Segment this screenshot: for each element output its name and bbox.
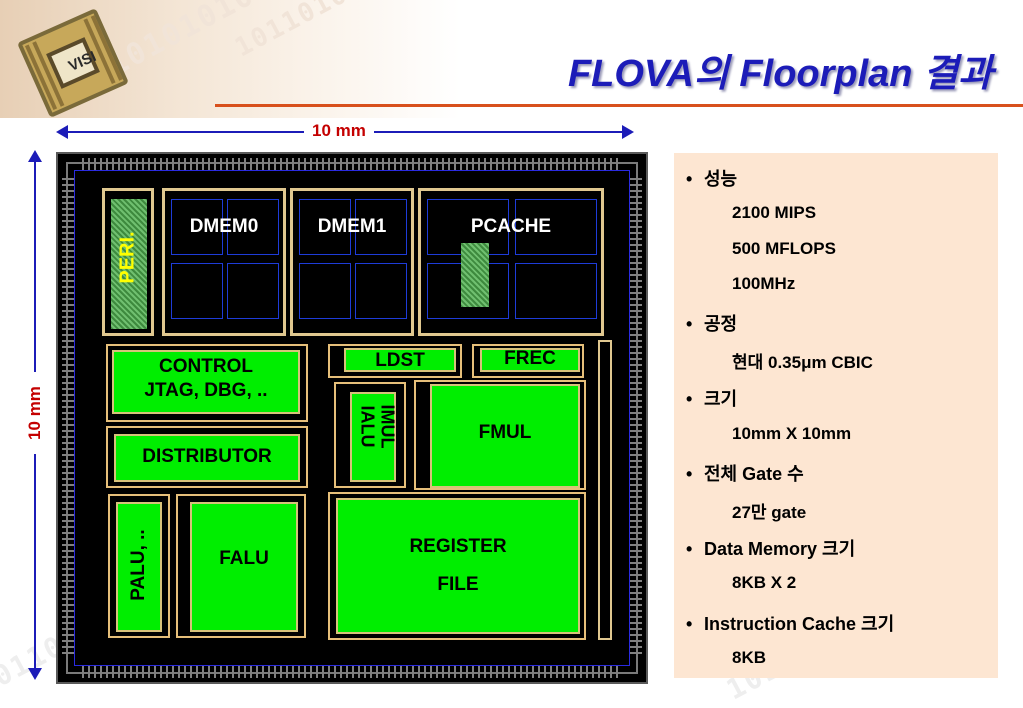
register-file-label-line2: FILE — [437, 574, 479, 595]
frec-block — [480, 348, 580, 372]
register-file-block — [336, 498, 580, 634]
memory-cell — [515, 263, 597, 319]
pad-row-bottom — [82, 666, 622, 678]
spec-item-process: • 공정 — [686, 310, 737, 336]
height-label: 10 mm — [24, 372, 46, 454]
pcache-hatch — [461, 243, 489, 307]
dmem0-label: DMEM0 — [189, 216, 259, 237]
palu-label: PALU, .. — [128, 529, 149, 601]
control-label-line2: JTAG, DBG, .. — [144, 380, 268, 401]
chip-floorplan: PERI. DMEM0 DMEM1 PCACHE CONTROL JTAG, D… — [56, 152, 648, 684]
memory-cell — [227, 199, 279, 255]
spec-value: 8KB X 2 — [732, 573, 797, 592]
arrow-right-icon — [622, 125, 634, 139]
title-underline — [215, 104, 1023, 107]
memory-cell — [227, 263, 279, 319]
spec-item-data-memory: • Data Memory 크기 — [686, 535, 855, 561]
distributor-label: DISTRIBUTOR — [142, 446, 272, 467]
falu-outline — [176, 494, 306, 638]
distributor-outline — [106, 426, 308, 488]
control-block — [112, 350, 300, 414]
spec-value: 현대 0.35μm CBIC — [732, 353, 873, 372]
page-title: FLOVA의 Floorplan 결과 — [567, 53, 993, 95]
chip-logo-icon: VISI — [18, 9, 128, 117]
ldst-label: LDST — [375, 350, 425, 371]
bullet-icon: • — [686, 314, 693, 334]
peri-hatch — [111, 199, 147, 329]
spec-value: 500 MFLOPS — [732, 239, 836, 258]
fmul-label: FMUL — [478, 422, 532, 443]
peri-block — [102, 188, 154, 336]
frec-label: FREC — [504, 348, 556, 369]
memory-cell — [299, 199, 351, 255]
width-dimension-arrow: 10 mm — [56, 120, 634, 142]
falu-label: FALU — [219, 548, 269, 569]
dmem1-label: DMEM1 — [317, 216, 387, 237]
bullet-icon: • — [686, 464, 693, 484]
ialu-imul-outline — [334, 382, 406, 488]
spec-panel: • 성능 2100 MIPS 500 MFLOPS 100MHz • 공정 현대 0… — [674, 153, 998, 678]
spec-value: 8KB — [732, 648, 767, 667]
distributor-block — [114, 434, 300, 482]
memory-cell — [171, 199, 223, 255]
register-file-outline — [328, 492, 586, 640]
pad-column-right — [630, 178, 642, 658]
spec-label: 성능 — [704, 169, 738, 189]
palu-block — [116, 502, 162, 632]
spec-value: 2100 MIPS — [732, 203, 817, 222]
bullet-icon: • — [686, 389, 693, 409]
palu-outline — [108, 494, 170, 638]
arrow-up-icon — [28, 150, 42, 162]
arrow-down-icon — [28, 668, 42, 680]
spec-item-performance: • 성능 — [686, 165, 737, 191]
memory-cell — [171, 263, 223, 319]
control-label-line1: CONTROL — [159, 356, 253, 377]
imul-label: IMUL — [377, 404, 398, 449]
spec-value: 27만 gate — [732, 503, 807, 522]
frec-outline — [472, 344, 584, 378]
dmem1-block — [290, 188, 414, 336]
spec-item-gate-count: • 전체 Gate 수 — [686, 460, 804, 486]
spec-label: 크기 — [704, 389, 738, 409]
spec-item-size: • 크기 — [686, 385, 737, 411]
spec-item-instruction-cache: • Instruction Cache 크기 — [686, 610, 894, 636]
memory-cell — [515, 199, 597, 255]
bullet-icon: • — [686, 169, 693, 189]
fmul-block — [430, 384, 580, 488]
bullet-icon: • — [686, 614, 693, 634]
spec-label: 전체 Gate 수 — [704, 464, 804, 484]
ldst-block — [344, 348, 456, 372]
width-label: 10 mm — [304, 120, 374, 142]
fmul-outline — [414, 380, 586, 490]
ldst-outline — [328, 344, 462, 378]
memory-cell — [355, 199, 407, 255]
decap-column — [598, 340, 612, 640]
pcache-block — [418, 188, 604, 336]
spec-label: Data Memory 크기 — [704, 539, 856, 559]
pcache-label: PCACHE — [470, 216, 552, 237]
bullet-icon: • — [686, 539, 693, 559]
header-background — [0, 0, 1023, 118]
height-dimension-arrow: 10 mm — [24, 150, 46, 680]
power-ring — [74, 170, 630, 666]
ialu-imul-block — [350, 392, 396, 482]
falu-block — [190, 502, 298, 632]
spec-label: Instruction Cache 크기 — [704, 614, 895, 634]
dmem0-block — [162, 188, 286, 336]
ialu-label: IALU — [357, 405, 378, 448]
arrow-left-icon — [56, 125, 68, 139]
pad-column-left — [62, 178, 74, 658]
spec-value: 10mm X 10mm — [732, 424, 852, 443]
pad-row-top — [82, 158, 622, 170]
register-file-label-line1: REGISTER — [409, 536, 507, 557]
memory-cell — [355, 263, 407, 319]
spec-label: 공정 — [704, 314, 738, 334]
control-outline — [106, 344, 308, 422]
peri-label: PERI. — [116, 231, 139, 284]
memory-cell — [299, 263, 351, 319]
spec-value: 100MHz — [732, 274, 796, 293]
